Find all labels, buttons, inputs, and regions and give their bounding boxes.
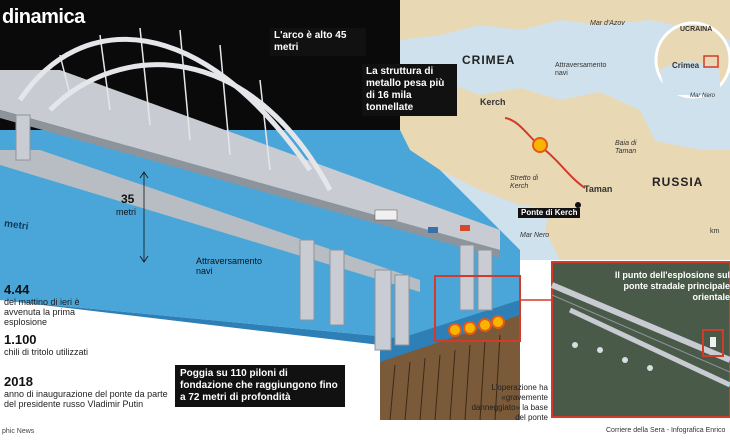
stat-tnt-desc: chili di tritolo utilizzati (4, 347, 89, 357)
map-label-taman: Taman (584, 184, 613, 194)
dimension-value: 35 (121, 192, 135, 206)
credit-right: Corriere della Sera - Infografica Enrico (606, 427, 726, 434)
map-label-crimea-small: Crimea (672, 61, 700, 70)
map-label-attraversamento: Attraversamento navi (555, 62, 607, 77)
truck (374, 209, 398, 221)
satellite-bridges (550, 282, 730, 388)
north-land (400, 0, 730, 40)
callout-metal-structure: La struttura di metallo pesa più di 16 m… (362, 64, 457, 116)
car-blue (428, 227, 438, 233)
stat-time-desc: del mattino di ieri è avvenuta la prima … (4, 297, 80, 327)
map-label-azov: Mar d'Azov (590, 20, 625, 27)
water-crossing-label: Attraversamento navi (196, 256, 263, 276)
map-label-mar-nero: Mar Nero (520, 232, 550, 239)
satellite-damage (710, 337, 716, 347)
bridge-deck (0, 70, 500, 250)
height-arrow (139, 171, 149, 263)
map-label-crimea: CRIMEA (462, 53, 516, 67)
map-label-russia: RUSSIA (652, 175, 704, 189)
explosion-highlight-box (434, 275, 521, 342)
map-label-stretto: Stretto di Kerch (510, 175, 539, 190)
stat-year-desc: anno di inaugurazione del ponte da parte… (4, 389, 168, 409)
explosion-flames (448, 315, 505, 337)
arch-cables (59, 27, 271, 171)
globe-sea (660, 61, 720, 95)
russia-land (545, 130, 730, 260)
callout-pillars: Poggia su 110 piloni di fondazione che r… (175, 365, 345, 407)
map-label-ucraina: UCRAINA (680, 26, 713, 33)
rail-deck (0, 150, 420, 292)
car-red (460, 225, 470, 231)
bridge-pillars (15, 114, 493, 351)
stat-time: 4.44 (4, 282, 30, 297)
map-label-kerch: Kerch (480, 97, 506, 107)
map-label-ponte: Ponte di Kerch (518, 208, 581, 218)
stat-tnt: 1.100 (4, 332, 37, 347)
globe-marker (703, 55, 719, 68)
map-label-mar-nero-small: Mar Nero (690, 93, 716, 99)
map-explosion-icon (532, 137, 548, 153)
map-scale-km: km (710, 228, 720, 235)
satellite-caption: Il punto dell'esplosione sul ponte strad… (614, 270, 730, 302)
damage-note: L'operazione ha «gravemente danneggiato»… (471, 383, 548, 422)
stat-year: 2018 (4, 374, 33, 389)
map-label-baia: Baia di Taman (615, 140, 637, 155)
satellite-image (551, 261, 730, 418)
deck-underside (0, 110, 500, 258)
credit-left: phic News (2, 428, 35, 435)
arch-structure (17, 36, 333, 192)
ponte-marker (575, 202, 581, 208)
headline: dinamica (2, 6, 85, 28)
satellite-pillars (572, 342, 653, 371)
callout-arch-height: L'arco è alto 45 metri (270, 28, 366, 56)
satellite-damage-box (702, 329, 724, 357)
foundation-piles (389, 334, 501, 421)
dimension-unit: metri (116, 207, 136, 217)
